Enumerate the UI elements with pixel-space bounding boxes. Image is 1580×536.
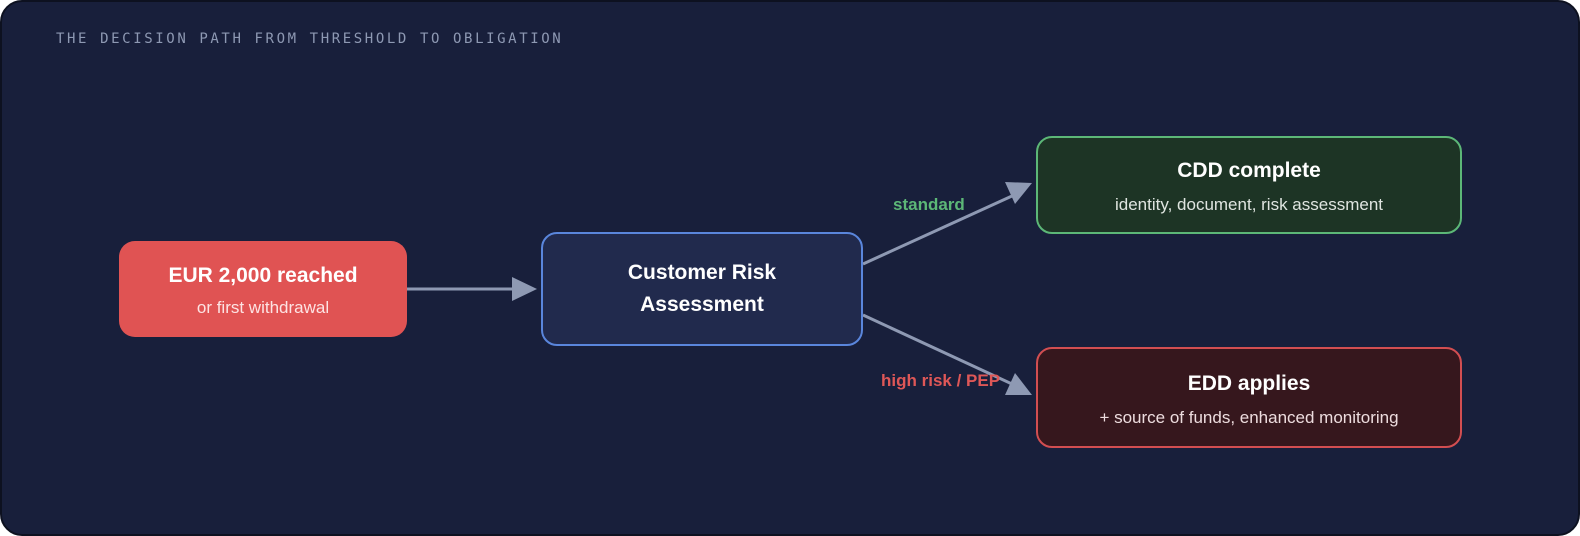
node-threshold: EUR 2,000 reached or first withdrawal (119, 241, 407, 337)
node-edd-title: EDD applies (1187, 371, 1311, 395)
node-threshold-subtitle: or first withdrawal (196, 298, 330, 317)
node-risk-title: Customer Risk Assessment (627, 261, 777, 316)
arrow-risk-to-edd (862, 313, 1013, 386)
node-edd-subtitle: + source of funds, enhanced monitoring (1099, 407, 1399, 427)
node-cdd-title: CDD complete (1177, 159, 1321, 182)
node-edd-applies: EDD applies + source of funds, enhanced … (1036, 347, 1462, 448)
node-customer-risk-assessment: Customer Risk Assessment (541, 232, 863, 346)
node-cdd-complete: CDD complete identity, document, risk as… (1036, 136, 1462, 234)
diagram-eyebrow-title: THE DECISION PATH FROM THRESHOLD TO OBLI… (56, 31, 564, 47)
arrowhead-risk-to-cdd (1005, 182, 1032, 204)
edge-label-standard: standard (893, 195, 965, 214)
node-cdd-subtitle: identity, document, risk assessment (1114, 195, 1383, 214)
edge-label-high-risk: high risk / PEP (881, 371, 1001, 390)
arrow-risk-to-cdd (862, 194, 1013, 266)
arrowhead-threshold-to-risk (512, 277, 537, 301)
node-threshold-title: EUR 2,000 reached (168, 264, 358, 287)
arrowhead-risk-to-edd (1005, 373, 1032, 395)
